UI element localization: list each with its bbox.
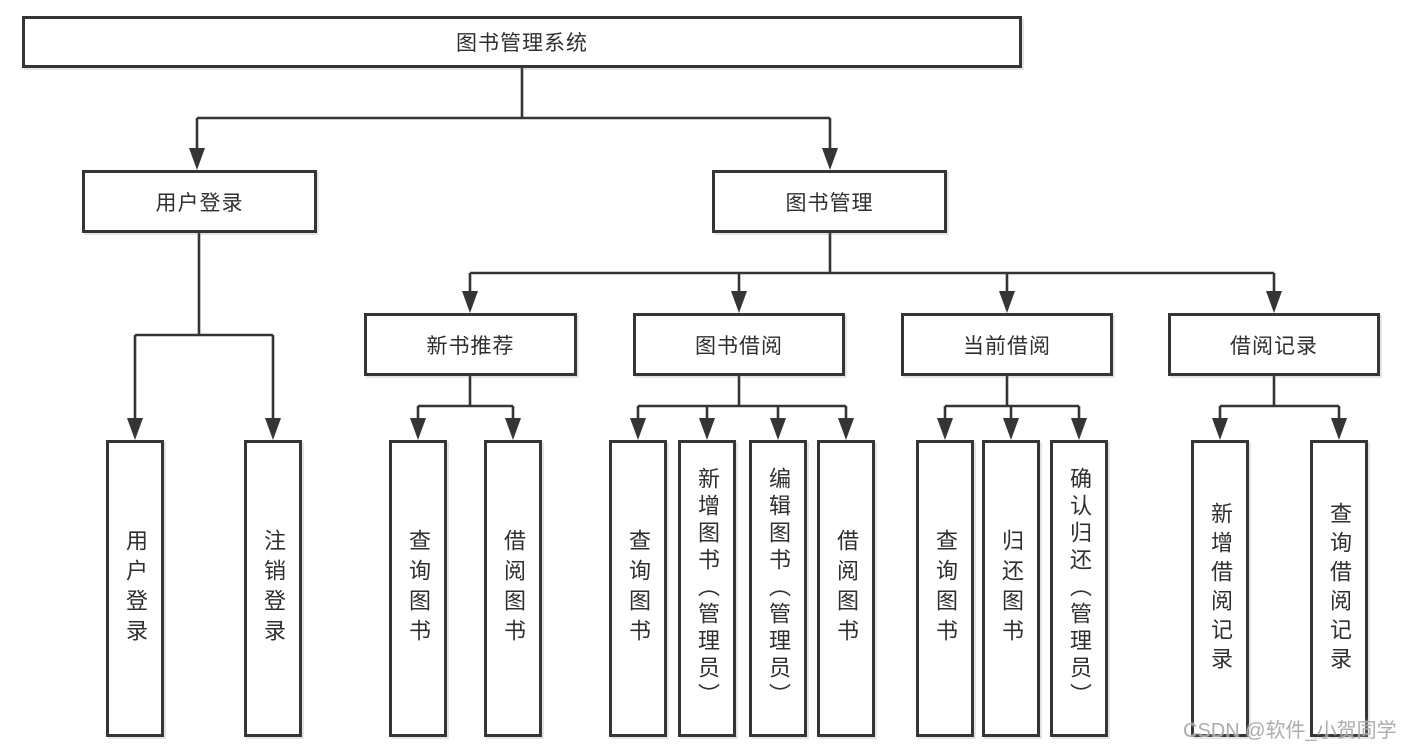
node-current-borrow: 当前借阅 [901,313,1113,376]
leaf-label: 新增借阅记录 [1208,501,1233,676]
leaf-query-borrow-record: 查询借阅记录 [1310,440,1368,737]
leaf-label: 借阅图书 [834,528,859,649]
leaf-label: 查询图书 [406,528,431,649]
node-book-management: 图书管理 [712,170,947,233]
node-library-management-system: 图书管理系统 [22,16,1022,68]
node-label: 图书借阅 [695,334,783,358]
leaf-query-books-recommend: 查询图书 [389,440,447,737]
node-label: 用户登录 [155,191,244,215]
leaf-user-login: 用户登录 [106,440,164,737]
leaf-label: 用户登录 [123,528,148,649]
leaf-label: 编辑图书（管理员） [766,467,791,710]
leaf-label: 查询借阅记录 [1327,501,1352,676]
leaf-confirm-return-admin: 确认归还（管理员） [1050,440,1108,737]
node-user-login: 用户登录 [82,170,317,233]
leaf-edit-book-admin: 编辑图书（管理员） [749,440,807,737]
leaf-borrow-books-recommend: 借阅图书 [484,440,542,737]
leaf-label: 注销登录 [261,528,286,649]
node-label: 当前借阅 [963,334,1051,358]
leaf-add-book-admin: 新增图书（管理员） [678,440,736,737]
leaf-label: 新增图书（管理员） [695,467,720,710]
leaf-label: 查询图书 [626,528,651,649]
node-label: 新书推荐 [426,334,515,358]
node-label: 图书管理 [785,191,874,215]
leaf-logout: 注销登录 [244,440,302,737]
node-label: 借阅记录 [1230,334,1318,358]
node-book-borrow: 图书借阅 [633,313,845,376]
leaf-label: 借阅图书 [501,528,526,649]
leaf-query-books-current: 查询图书 [916,440,974,737]
leaf-label: 查询图书 [933,528,958,649]
node-new-book-recommend: 新书推荐 [364,313,577,376]
node-label: 图书管理系统 [456,32,588,55]
leaf-label: 归还图书 [999,528,1024,649]
leaf-query-books-borrow: 查询图书 [609,440,667,737]
leaf-add-borrow-record: 新增借阅记录 [1191,440,1249,737]
leaf-label: 确认归还（管理员） [1067,467,1092,710]
leaf-borrow-books: 借阅图书 [817,440,875,737]
node-borrow-records: 借阅记录 [1168,313,1380,376]
watermark: CSDN @软件_小贺同学 [1183,720,1397,742]
leaf-return-book: 归还图书 [982,440,1040,737]
